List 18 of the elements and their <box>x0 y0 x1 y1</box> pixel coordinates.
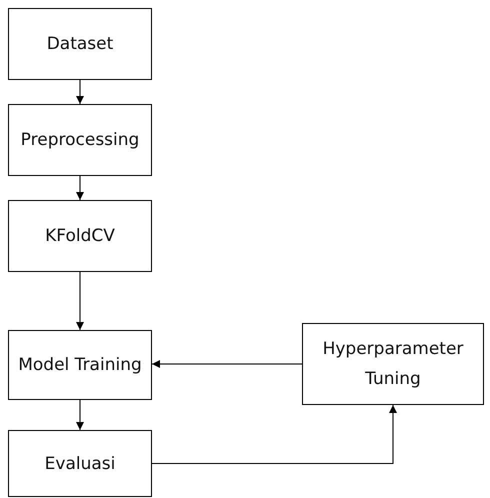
process-box <box>8 104 152 176</box>
arrow <box>152 360 302 368</box>
box-label: Dataset <box>46 33 114 56</box>
process-box <box>302 323 484 405</box>
process-box <box>8 330 152 400</box>
arrow <box>76 272 84 330</box>
arrow <box>76 80 84 104</box>
process-box <box>8 430 152 497</box>
process-box <box>8 8 152 80</box>
process-box <box>8 200 152 272</box>
box-label: Hyperparameter Tuning <box>322 338 464 391</box>
arrow <box>76 400 84 430</box>
arrow <box>152 404 397 464</box>
box-label: Model Training <box>18 354 142 377</box>
arrow <box>76 176 84 200</box>
box-label: Evaluasi <box>44 452 116 476</box>
box-label: KFoldCV <box>45 225 115 248</box>
box-label: Preprocessing <box>20 129 140 152</box>
